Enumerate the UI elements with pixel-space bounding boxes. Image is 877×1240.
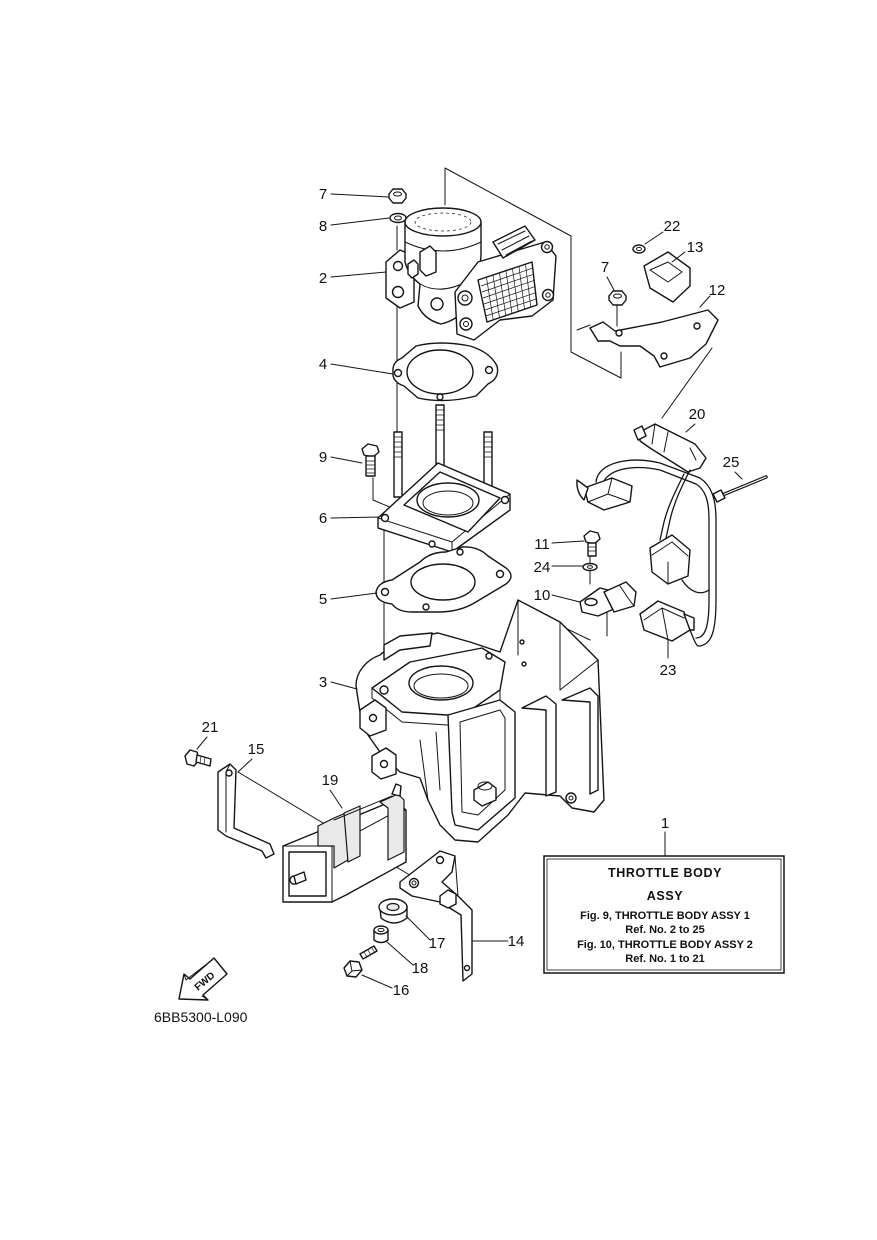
part-17-grommet	[378, 898, 408, 924]
assembly-info-box: THROTTLE BODY ASSY Fig. 9, THROTTLE BODY…	[543, 855, 785, 974]
alignment-line	[372, 477, 393, 509]
callout-7: 7	[319, 186, 327, 203]
part-19-silencer	[282, 783, 407, 903]
callouts: 7 8 2 4 9 6 5 3 21 15 19 22 13 7 12 20 2…	[202, 186, 740, 999]
info-box-title: THROTTLE BODY	[608, 866, 722, 880]
info-box-line: Fig. 10, THROTTLE BODY ASSY 2	[577, 939, 753, 951]
callout-8: 8	[319, 218, 327, 235]
part-3-intake-manifold	[355, 599, 605, 843]
callout-1: 1	[661, 815, 669, 832]
info-box-line: Ref. No. 2 to 25	[625, 924, 704, 936]
phantom-frame-line	[576, 324, 591, 331]
callout-15: 15	[248, 741, 265, 758]
part-5-gasket	[375, 546, 512, 613]
callout-11: 11	[534, 536, 550, 553]
callout-5: 5	[319, 591, 327, 608]
part-9-bolt	[361, 443, 380, 477]
callout-2: 2	[319, 270, 327, 287]
part-23-connector	[639, 600, 695, 642]
part-16-bolt	[343, 945, 378, 978]
callout-10: 10	[534, 587, 551, 604]
part-18-collar	[373, 925, 389, 944]
callout-16: 16	[393, 982, 410, 999]
callout-23: 23	[660, 662, 677, 679]
callout-19: 19	[322, 772, 339, 789]
info-box-line: Ref. No. 1 to 21	[625, 953, 704, 965]
drawing-code: 6BB5300-L090	[154, 1009, 248, 1025]
part-2-throttle-body	[385, 207, 557, 341]
callout-13: 13	[687, 239, 704, 256]
callout-6: 6	[319, 510, 327, 527]
leader-lines	[196, 193, 743, 989]
callout-7-right: 7	[601, 259, 609, 276]
callout-3: 3	[319, 674, 327, 691]
part-14-bracket	[399, 850, 473, 982]
part-20-connector	[633, 423, 707, 473]
part-13-clip	[643, 251, 691, 303]
info-box-line: Fig. 9, THROTTLE BODY ASSY 1	[580, 910, 750, 922]
callout-4: 4	[319, 356, 327, 373]
part-15-bracket	[217, 763, 275, 859]
callout-24: 24	[534, 559, 551, 576]
callout-9: 9	[319, 449, 327, 466]
callout-21: 21	[202, 719, 219, 736]
fwd-arrow-icon: FWD	[178, 957, 228, 1001]
part-22-washer	[632, 244, 646, 254]
callout-17: 17	[429, 935, 446, 952]
callout-12: 12	[709, 282, 726, 299]
callout-14: 14	[508, 933, 525, 950]
part-24-washer	[582, 562, 598, 572]
part-25-cable-tie	[712, 475, 768, 503]
info-box-subtitle: ASSY	[647, 889, 684, 903]
phantom-frame-line	[444, 167, 622, 379]
part-10-sensor	[579, 581, 637, 617]
alignment-line	[661, 347, 713, 419]
callout-25: 25	[723, 454, 740, 471]
throttle-position-sensor-housing	[454, 225, 557, 341]
part-11-bolt	[583, 530, 601, 557]
part-8-washer	[389, 212, 407, 224]
callout-18: 18	[412, 960, 429, 977]
callout-22: 22	[664, 218, 681, 235]
harness-connector	[649, 534, 691, 585]
part-7-nut	[388, 188, 407, 204]
part-6-plate	[377, 462, 511, 553]
part-7-nut-right	[608, 290, 627, 306]
callout-20: 20	[689, 406, 706, 423]
wire-harness	[595, 459, 717, 647]
part-4-gasket	[392, 342, 499, 402]
part-12-bracket	[589, 309, 719, 368]
harness-connector	[576, 477, 633, 511]
part-21-bolt	[184, 749, 212, 767]
